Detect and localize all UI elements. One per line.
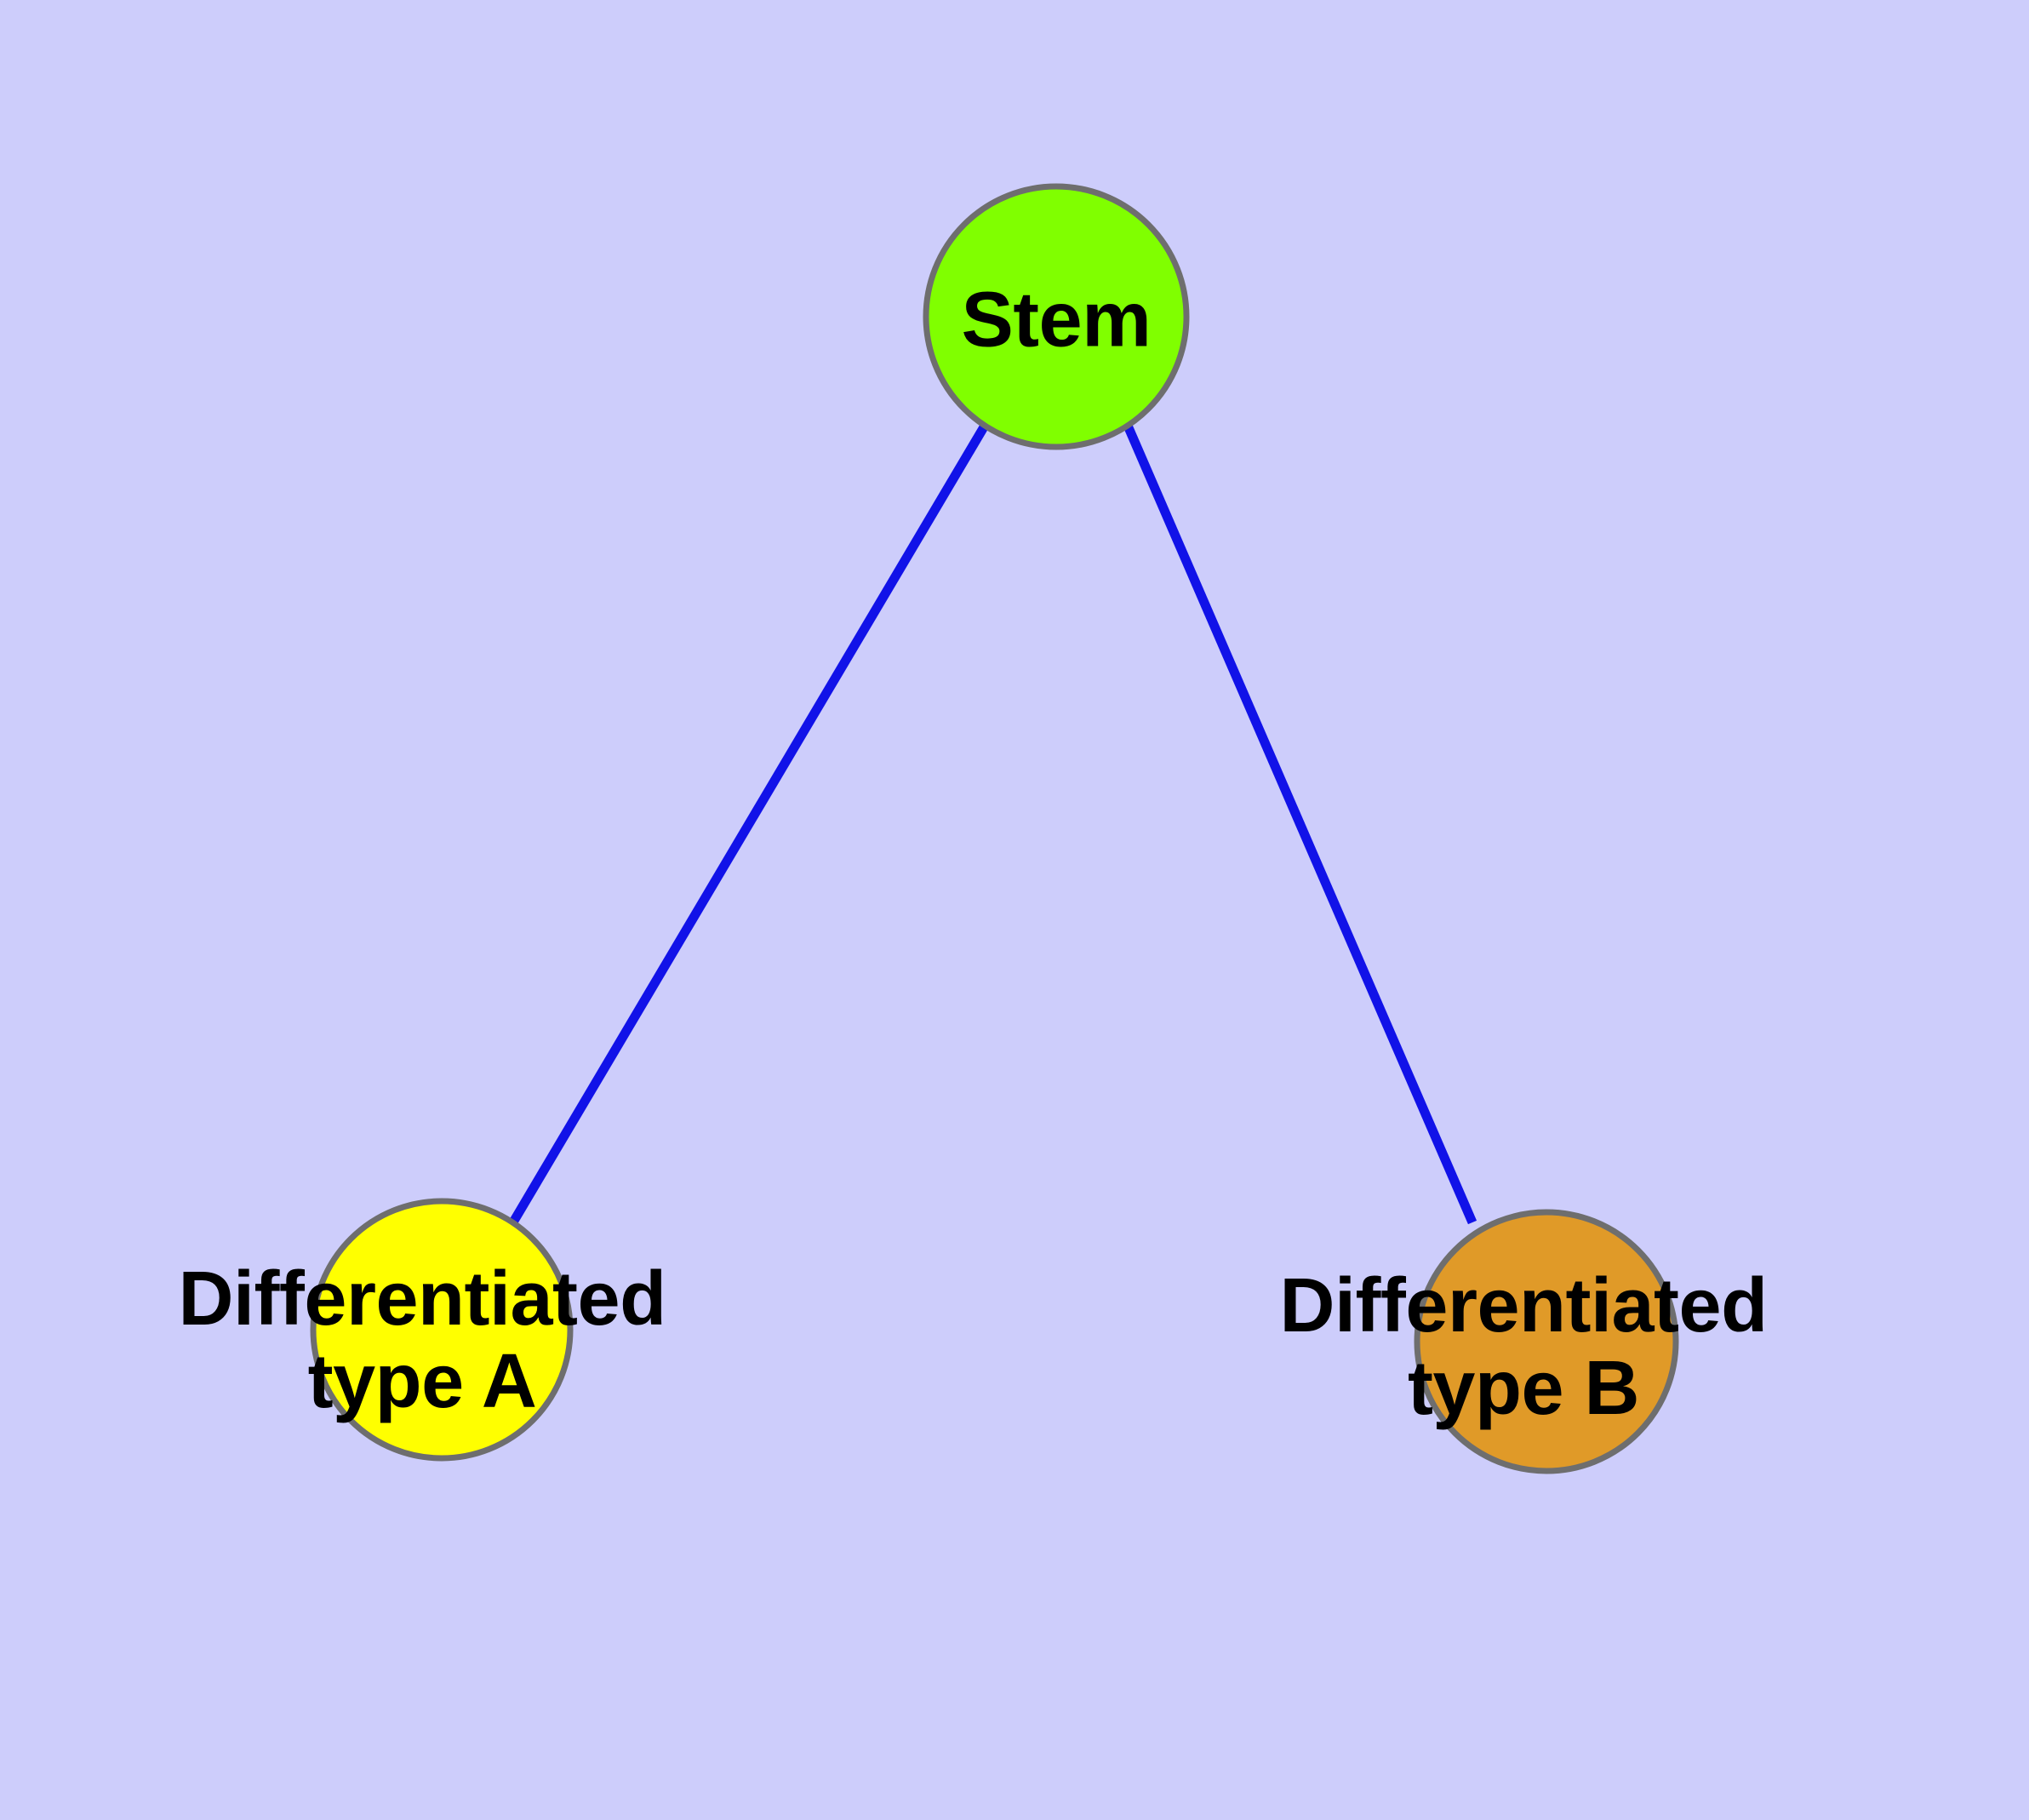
edge-stem-to-diff-b[interactable] bbox=[1123, 423, 1477, 1225]
node-differentiated-type-b[interactable] bbox=[1414, 1209, 1679, 1474]
node-group bbox=[310, 183, 1679, 1474]
edge-stem-to-diff-a[interactable] bbox=[510, 423, 989, 1223]
node-differentiated-type-a[interactable] bbox=[310, 1198, 574, 1462]
edge-group bbox=[510, 423, 1477, 1225]
node-stem[interactable] bbox=[923, 183, 1190, 450]
